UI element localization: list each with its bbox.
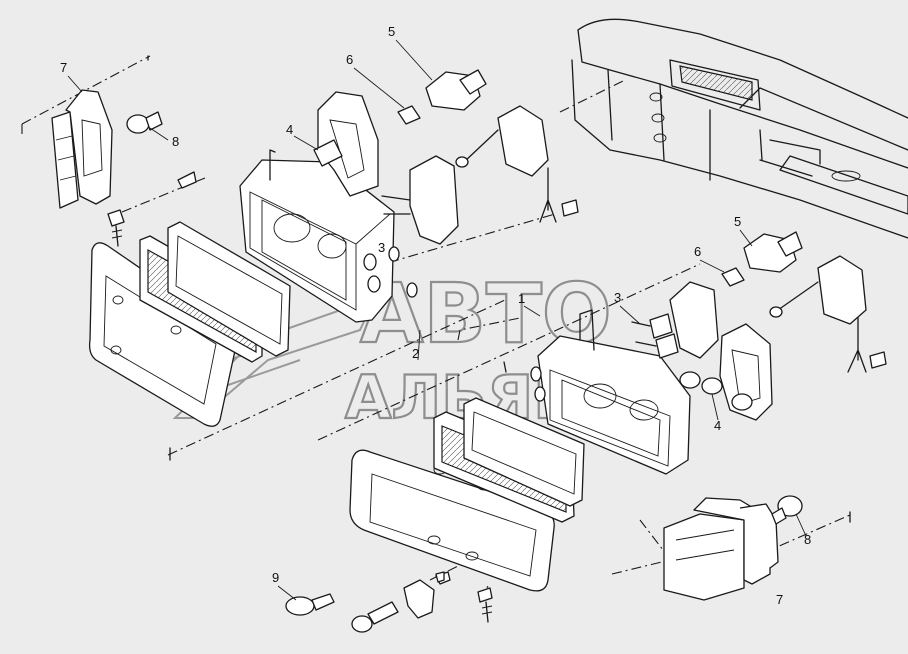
connector-left [425, 69, 487, 111]
clip-left [177, 171, 197, 189]
headlamp-housing-right [503, 309, 691, 475]
vehicle-front-body [571, 18, 908, 239]
connector-right [743, 231, 803, 273]
label-leaders [67, 39, 807, 601]
label-9: 9 [272, 570, 279, 585]
label-3a: 3 [378, 240, 385, 255]
upper-left-assembly [51, 69, 579, 427]
label-2: 2 [412, 346, 419, 361]
bulb-6-left [397, 105, 421, 125]
label-6b: 6 [694, 244, 701, 259]
adjuster-screws-left [363, 246, 418, 298]
bulb-socket-left [381, 155, 459, 245]
bulb-right [771, 495, 803, 525]
side-marker-lamp-left [51, 89, 113, 209]
mounting-screw-left [107, 209, 125, 247]
label-7a: 7 [60, 60, 67, 75]
label-8b: 8 [804, 532, 811, 547]
callout-labels: 1 2 3 3 4 4 5 5 6 6 7 7 8 8 9 [60, 24, 811, 607]
side-marker-lamp-right [663, 497, 779, 601]
label-7b: 7 [776, 592, 783, 607]
label-5a: 5 [388, 24, 395, 39]
label-4b: 4 [714, 418, 721, 433]
label-3b: 3 [614, 290, 621, 305]
lower-right-assembly [349, 231, 887, 623]
label-4a: 4 [286, 122, 293, 137]
label-6a: 6 [346, 52, 353, 67]
leveling-motor-right [769, 255, 887, 373]
label-8a: 8 [172, 134, 179, 149]
label-5b: 5 [734, 214, 741, 229]
key-9 [285, 593, 335, 616]
retaining-plate-left [313, 91, 379, 197]
headlamp-housing-left [239, 149, 395, 323]
headlamp-gasket-left [167, 221, 291, 357]
retaining-plate-right [669, 281, 773, 421]
bulb-socket-bottom [403, 571, 445, 619]
label-1: 1 [518, 291, 525, 306]
bulb-6-right [721, 267, 745, 287]
mounting-screw-right [477, 587, 493, 623]
bottom-small-parts [285, 571, 445, 633]
leveling-motor-left [455, 105, 579, 223]
small-bulb-bottom [351, 601, 399, 633]
bulbs-right [631, 313, 679, 359]
headlamp-gasket-right [463, 397, 585, 507]
bulb-left [126, 111, 163, 134]
